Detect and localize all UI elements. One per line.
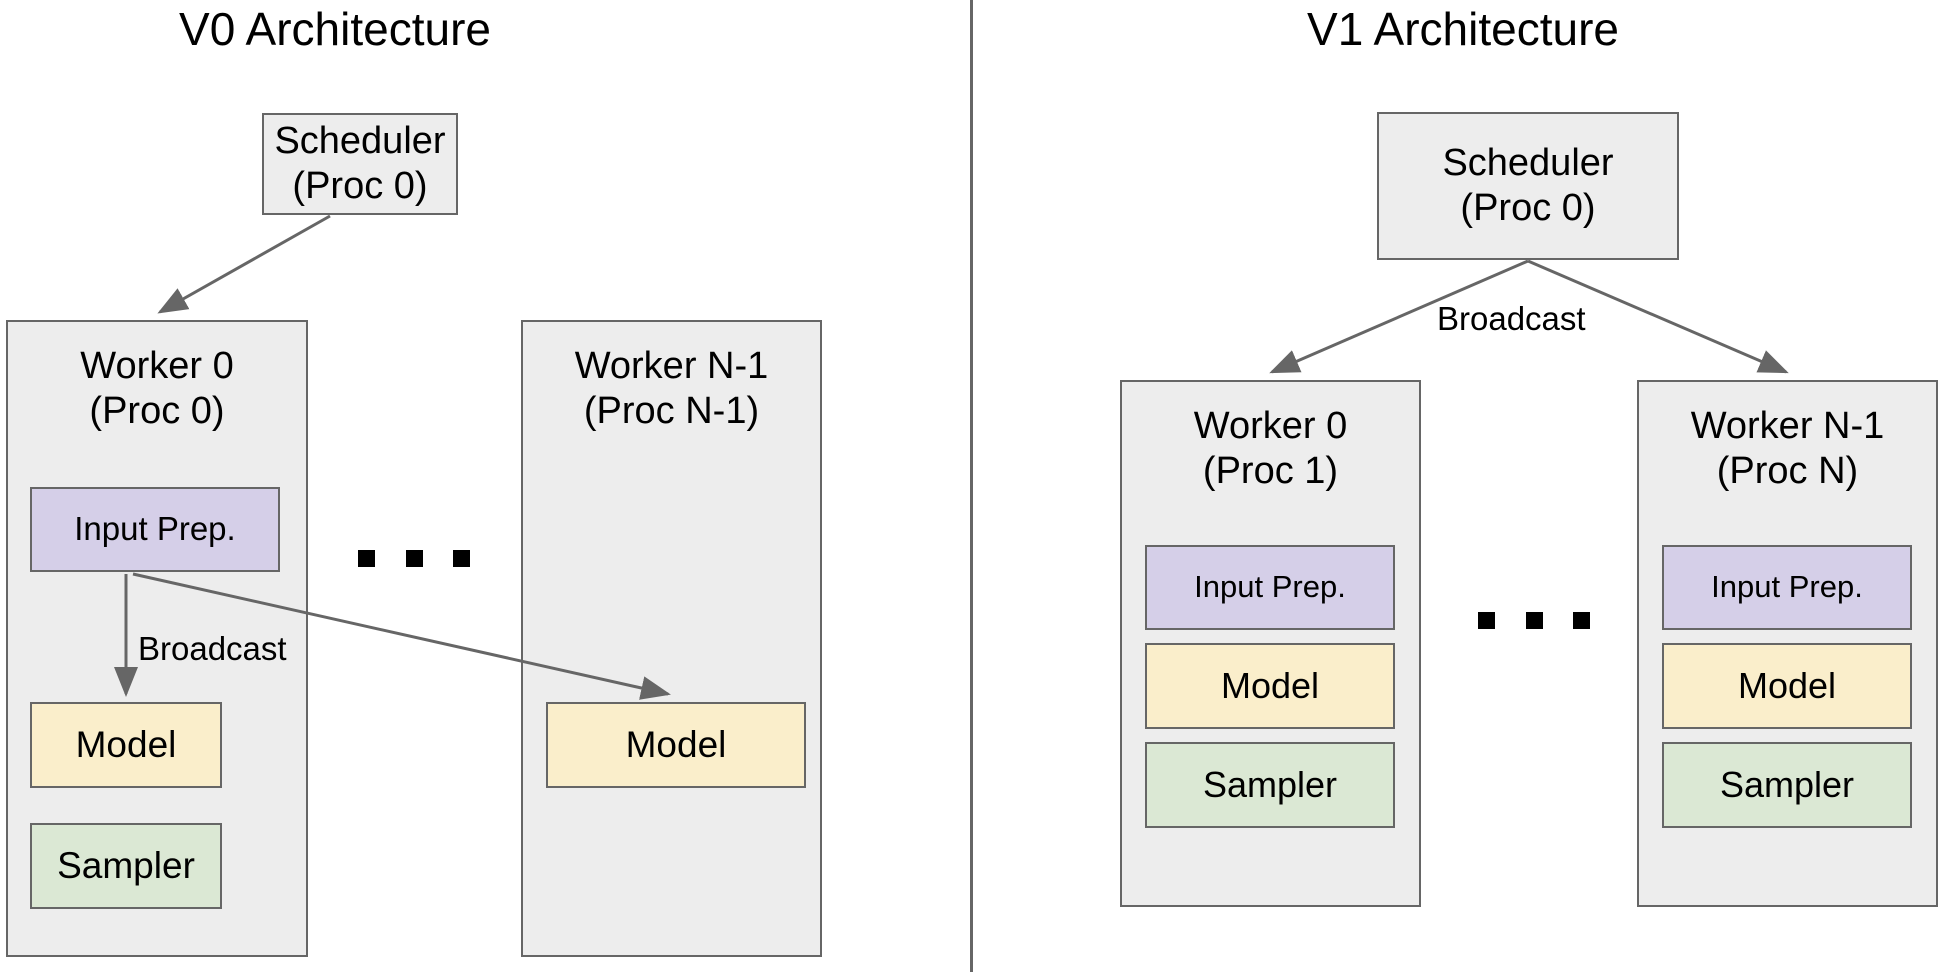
v1-worker-0-sampler-label: Sampler	[1202, 764, 1338, 806]
v0-worker-0-title: Worker 0 (Proc 0)	[80, 345, 234, 432]
v1-worker-n-1-input-prep-label: Input Prep.	[1711, 569, 1863, 605]
v1-ellipsis-dot	[1525, 611, 1543, 629]
v1-worker-n-1-model-label: Model	[1737, 665, 1837, 707]
v1-ellipsis-dot	[1478, 611, 1495, 629]
v0-worker-0-sampler-label: Sampler	[57, 844, 195, 886]
v1-broadcast-label: Broadcast	[1437, 300, 1586, 337]
v0-arrow-scheduler-to-worker0	[157, 214, 331, 314]
v1-worker-0-input-prep[interactable]: Input Prep.	[1145, 545, 1395, 630]
v0-worker-n-1-title: Worker N-1 (Proc N-1)	[574, 345, 769, 432]
v0-scheduler-label: Scheduler (Proc 0)	[274, 120, 446, 207]
v1-scheduler-box[interactable]: Scheduler (Proc 0)	[1377, 112, 1679, 260]
v0-worker-0-model[interactable]: Model	[30, 702, 222, 788]
v1-worker-0-input-prep-label: Input Prep.	[1194, 569, 1346, 605]
v0-ellipsis-dot	[453, 549, 470, 567]
v0-broadcast-label: Broadcast	[138, 630, 287, 667]
panel-divider	[970, 0, 973, 972]
v1-worker-0-sampler[interactable]: Sampler	[1145, 742, 1395, 828]
v0-ellipsis	[358, 548, 470, 568]
panel-title-v1: V1 Architecture	[1307, 3, 1619, 55]
v0-worker-0-input-prep-label: Input Prep.	[74, 510, 236, 548]
v1-ellipsis	[1478, 610, 1590, 630]
v1-worker-0-title: Worker 0 (Proc 1)	[1193, 405, 1348, 492]
v0-worker-0-sampler[interactable]: Sampler	[30, 823, 222, 909]
v0-worker-n-1-model-label: Model	[625, 723, 727, 765]
v0-ellipsis-dot	[358, 549, 375, 567]
v1-ellipsis-dot	[1573, 611, 1590, 629]
v1-worker-0-model[interactable]: Model	[1145, 643, 1395, 729]
v1-worker-n-1-sampler-label: Sampler	[1719, 764, 1855, 806]
v0-worker-0-input-prep[interactable]: Input Prep.	[30, 487, 280, 572]
panel-title-v0: V0 Architecture	[179, 3, 491, 55]
v1-worker-n-1-model[interactable]: Model	[1662, 643, 1912, 729]
v0-worker-0-model-label: Model	[75, 723, 177, 765]
v0-worker-n-1-model[interactable]: Model	[546, 702, 806, 788]
v1-worker-0-model-label: Model	[1220, 665, 1320, 707]
v1-scheduler-label: Scheduler (Proc 0)	[1442, 142, 1614, 229]
v1-worker-n-1-sampler[interactable]: Sampler	[1662, 742, 1912, 828]
v1-worker-n-1-title: Worker N-1 (Proc N)	[1690, 405, 1885, 492]
v0-worker-n-1-box[interactable]: Worker N-1 (Proc N-1)	[521, 320, 822, 957]
v0-scheduler-box[interactable]: Scheduler (Proc 0)	[262, 113, 458, 215]
v1-worker-n-1-input-prep[interactable]: Input Prep.	[1662, 545, 1912, 630]
v0-ellipsis-dot	[405, 549, 423, 567]
